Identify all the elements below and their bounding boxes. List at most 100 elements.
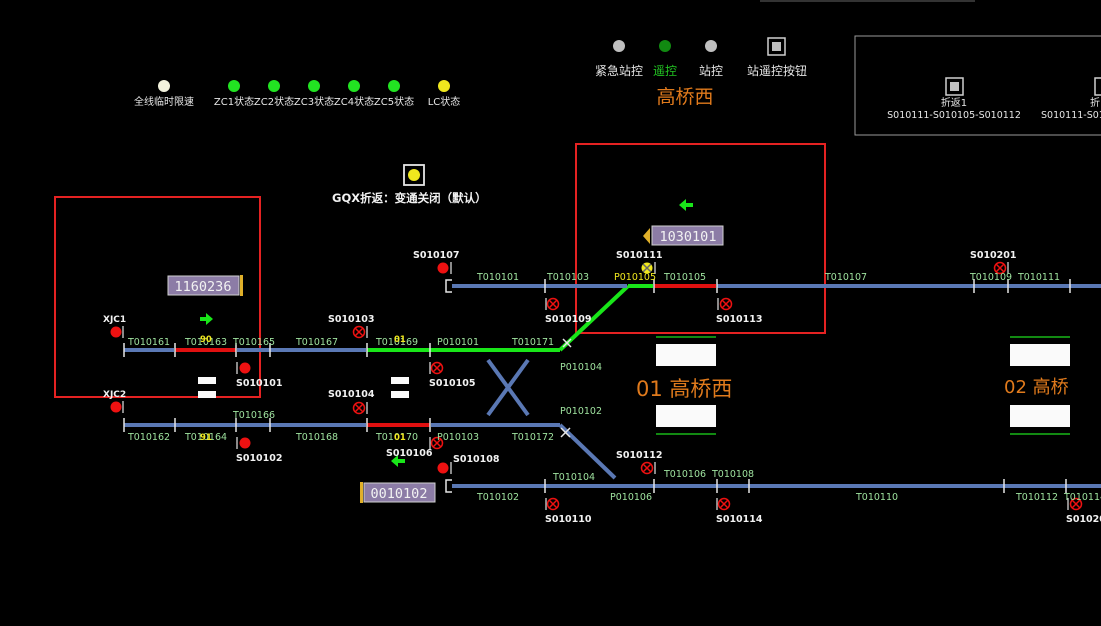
signal-s010106[interactable] [430, 436, 444, 450]
turnback-route-path: S010111-S01 [1041, 110, 1101, 121]
signal-cross [721, 299, 731, 309]
platform-screen-door [656, 405, 716, 427]
train-id-box [651, 225, 724, 246]
train-direction-arrow-left-icon [391, 455, 405, 467]
status-light-label: ZC3状态 [294, 95, 334, 108]
switch-cross [560, 427, 571, 438]
control-mode-label: 紧急站控 [595, 63, 643, 78]
train-direction-arrow-left-icon [679, 199, 693, 211]
signals: XJC1 XJC2 S010101 S010102 S010103 S01010… [103, 250, 1101, 525]
track-label: T010166 [232, 410, 275, 421]
crossover-track[interactable] [486, 358, 530, 417]
track-label: T010108 [711, 469, 754, 480]
track-label: T010162 [127, 432, 170, 443]
signal-cross [432, 438, 442, 448]
turnback-route-2-button[interactable] [1094, 77, 1101, 96]
point-label: P010103 [437, 432, 479, 443]
track-label: T010103 [546, 272, 589, 283]
depot-marker [391, 377, 409, 384]
track-label: T010107 [824, 272, 867, 283]
platform-02[interactable]: 02 高桥 [1004, 336, 1070, 435]
button-inner-icon [772, 42, 781, 51]
depot-marker [198, 377, 216, 384]
status-light-speedlimit[interactable] [158, 80, 170, 92]
signal-s010101[interactable] [239, 362, 251, 374]
signal-s010102[interactable] [239, 437, 251, 449]
status-light-label: ZC1状态 [214, 95, 254, 108]
signal-xjc2[interactable] [110, 401, 122, 413]
platform-label: 02 高桥 [1004, 377, 1069, 398]
track-label: T010106 [663, 469, 706, 480]
track-label: T010163 [184, 337, 227, 348]
platform-screen-door [656, 344, 716, 366]
signal-s010109[interactable] [546, 297, 560, 311]
track-label: T010112 [1015, 492, 1058, 503]
control-mode-group: 紧急站控 遥控 站控 站遥控按钮 高桥西 [595, 37, 807, 108]
signal-s010108[interactable] [437, 462, 449, 474]
signal-s010105[interactable] [430, 361, 444, 375]
track-label: T010165 [232, 337, 275, 348]
track-mark: 91 [200, 433, 212, 443]
train-number-window[interactable]: 1030101 [643, 225, 724, 246]
track-label: T010109 [969, 272, 1012, 283]
switch-branch[interactable] [558, 423, 617, 480]
signal-s010107[interactable] [437, 262, 449, 274]
signal-label: S010103 [328, 314, 375, 325]
track-label: T010114 [1063, 492, 1101, 503]
signal-s010103[interactable] [352, 325, 366, 339]
platform-screen-door [1010, 405, 1070, 427]
track-label: T010172 [511, 432, 554, 443]
depot-marker [391, 391, 409, 398]
control-mode-label: 站控 [699, 64, 723, 78]
signal-s01020x[interactable] [1069, 497, 1083, 511]
signal-s010201[interactable] [993, 261, 1007, 275]
turnback-route-path: S010111-S010105-S010112 [887, 110, 1021, 121]
signal-s010110[interactable] [546, 497, 560, 511]
train-number-window[interactable]: 0010102 [360, 482, 436, 503]
status-light-zc2[interactable] [268, 80, 280, 92]
signal-label: S010101 [236, 378, 283, 389]
emergency-station-control-light[interactable] [613, 40, 625, 52]
turnback-route-1-button[interactable] [945, 77, 964, 96]
train-id-box [167, 275, 240, 296]
signal-cross [719, 499, 729, 509]
train-direction-flag [643, 228, 650, 244]
platform-01[interactable]: 01 高桥西 [636, 336, 732, 435]
status-light-zc4[interactable] [348, 80, 360, 92]
track-label: T010102 [476, 492, 519, 503]
control-mode-label: 遥控 [653, 64, 677, 78]
signal-s010113[interactable] [719, 297, 733, 311]
turnback-route-panel: 折返1 S010111-S010105-S010112 折 S010111-S0… [854, 35, 1101, 136]
signal-label: S010104 [328, 389, 375, 400]
track-end-bumper [445, 479, 452, 493]
point-label: P010104 [560, 362, 602, 373]
signal-label: S01020 [1066, 514, 1101, 525]
switch-point-marker[interactable] [560, 338, 572, 438]
turnback-panel-frame [854, 35, 1101, 136]
status-light-zc5[interactable] [388, 80, 400, 92]
track-label: T010170 [375, 432, 418, 443]
train-number-window[interactable]: 1160236 [167, 275, 243, 296]
status-light-zc3[interactable] [308, 80, 320, 92]
track-label: T010171 [511, 337, 554, 348]
signal-s010112[interactable] [640, 461, 654, 475]
status-light-label: 全线临时限速 [134, 95, 194, 108]
train-id: 0010102 [371, 486, 428, 502]
signal-xjc1[interactable] [110, 326, 122, 338]
signal-label: S010105 [429, 378, 476, 389]
remote-control-light[interactable] [659, 40, 671, 52]
station-remote-toggle-button[interactable] [767, 37, 786, 56]
status-light-lc[interactable] [438, 80, 450, 92]
signal-s010114[interactable] [717, 497, 731, 511]
status-light-bar: 全线临时限速 ZC1状态 ZC2状态 ZC3状态 ZC4状态 ZC5状态 LC状… [134, 80, 460, 108]
status-light-zc1[interactable] [228, 80, 240, 92]
signal-s010104[interactable] [352, 401, 366, 415]
station-control-light[interactable] [705, 40, 717, 52]
switch-cross [562, 338, 572, 348]
track-label: T010167 [295, 337, 338, 348]
platform-screen-door [1010, 344, 1070, 366]
gqx-turnback-button[interactable] [403, 164, 425, 186]
track-label: T010104 [552, 472, 595, 483]
status-light-label: ZC5状态 [374, 95, 414, 108]
gqx-turnback-label: GQX折返：变通关闭（默认） [332, 191, 487, 205]
